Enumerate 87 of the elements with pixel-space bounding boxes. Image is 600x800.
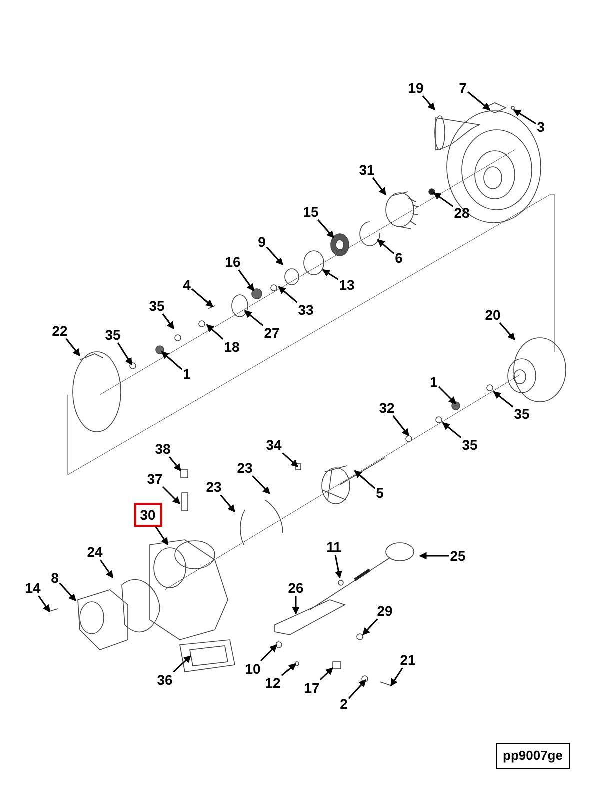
callout-number: 9 bbox=[257, 234, 267, 250]
leader-arrow bbox=[392, 416, 410, 437]
callout-number: 32 bbox=[378, 400, 396, 416]
leader-arrow bbox=[161, 351, 183, 370]
leader-arrow bbox=[282, 452, 299, 468]
leader-arrow bbox=[59, 582, 77, 602]
callout-number: 23 bbox=[236, 460, 254, 476]
leader-arrow bbox=[278, 286, 298, 304]
callout-number: 27 bbox=[263, 325, 281, 341]
leader-arrow bbox=[493, 391, 514, 408]
callout-number: 21 bbox=[399, 652, 417, 668]
callout-number: 23 bbox=[205, 479, 223, 495]
callout-number: 36 bbox=[156, 672, 174, 688]
callout-number: 1 bbox=[182, 366, 192, 382]
callout-number: 29 bbox=[376, 603, 394, 619]
callout-number: 8 bbox=[50, 570, 60, 586]
leader-arrow bbox=[442, 422, 462, 438]
callout-number: 18 bbox=[223, 339, 241, 355]
leader-arrow bbox=[38, 596, 51, 613]
leader-arrow bbox=[372, 178, 387, 196]
callout-number: 31 bbox=[358, 162, 376, 178]
leader-arrow bbox=[173, 655, 192, 673]
leader-arrow bbox=[100, 560, 114, 579]
leader-arrow bbox=[244, 310, 264, 326]
leader-arrow bbox=[419, 552, 450, 560]
callout-number: 35 bbox=[461, 437, 479, 453]
callout-number: 37 bbox=[146, 471, 164, 487]
callout-number: 5 bbox=[375, 485, 385, 501]
callout-number: 12 bbox=[264, 675, 282, 691]
callout-number: 7 bbox=[458, 80, 468, 96]
callout-number: 6 bbox=[394, 250, 404, 266]
callout-number: 15 bbox=[302, 204, 320, 220]
callout-number: 33 bbox=[297, 302, 315, 318]
leader-arrow bbox=[322, 269, 339, 280]
leader-arrow bbox=[266, 246, 284, 266]
leader-arrow bbox=[252, 475, 271, 495]
leader-arrow bbox=[260, 644, 278, 662]
callout-number: 35 bbox=[104, 327, 122, 343]
callout-number: 34 bbox=[265, 437, 283, 453]
leader-arrow bbox=[467, 91, 491, 111]
leader-arrow bbox=[206, 324, 224, 340]
leader-arrow bbox=[499, 322, 516, 341]
leader-arrow bbox=[433, 192, 454, 208]
leader-arrow bbox=[362, 618, 378, 636]
callout-number: 28 bbox=[453, 205, 471, 221]
callout-number: 13 bbox=[338, 277, 356, 293]
leader-arrow bbox=[66, 338, 81, 357]
callout-number: 20 bbox=[484, 307, 502, 323]
callout-number: 1 bbox=[429, 374, 439, 390]
leader-arrow bbox=[320, 667, 334, 681]
leader-arrow bbox=[191, 288, 214, 308]
leader-arrow bbox=[513, 109, 536, 125]
leader-arrow bbox=[390, 668, 404, 687]
callout-number: 11 bbox=[326, 539, 342, 555]
leader-arrow bbox=[318, 220, 335, 239]
leader-arrow bbox=[155, 526, 169, 546]
figure-code: pp9007ge bbox=[496, 743, 570, 769]
leader-arrow bbox=[162, 486, 181, 505]
callout-number: 26 bbox=[287, 580, 305, 596]
callout-number: 30 bbox=[134, 503, 162, 527]
callout-number: 38 bbox=[154, 441, 172, 457]
leader-arrow bbox=[334, 554, 342, 579]
callout-number: 14 bbox=[24, 580, 42, 596]
leader-arrow bbox=[117, 342, 133, 366]
leader-arrow bbox=[354, 470, 376, 490]
callout-number: 3 bbox=[536, 119, 546, 135]
leader-arrow bbox=[422, 96, 436, 111]
callout-number: 2 bbox=[339, 696, 349, 712]
callout-number: 24 bbox=[86, 544, 104, 560]
callout-number: 35 bbox=[513, 406, 531, 422]
callout-number: 19 bbox=[407, 80, 425, 96]
callout-number: 25 bbox=[449, 548, 467, 564]
callout-number: 4 bbox=[182, 277, 192, 293]
leader-arrow bbox=[162, 314, 175, 330]
leader-arrow bbox=[377, 239, 395, 254]
callout-number: 35 bbox=[148, 298, 166, 314]
leader-arrow bbox=[220, 494, 236, 513]
callout-number: 16 bbox=[224, 254, 242, 270]
leader-arrow bbox=[238, 270, 255, 292]
leader-arrow bbox=[438, 386, 457, 405]
callout-number: 10 bbox=[244, 661, 262, 677]
callout-number: 22 bbox=[51, 323, 69, 339]
callout-number: 17 bbox=[303, 680, 321, 696]
leader-arrow bbox=[168, 456, 182, 472]
leader-arrow bbox=[281, 663, 297, 676]
leader-arrow bbox=[348, 679, 367, 700]
leader-arrow bbox=[292, 596, 300, 615]
